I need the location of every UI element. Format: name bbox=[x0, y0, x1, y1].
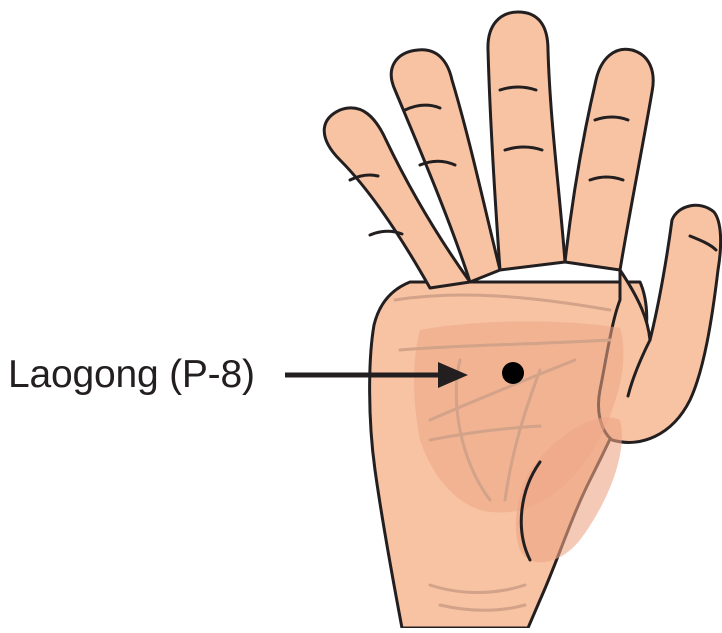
index-finger bbox=[565, 49, 653, 270]
laogong-point-dot bbox=[502, 362, 524, 384]
middle-finger bbox=[488, 12, 565, 270]
laogong-label: Laogong (P-8) bbox=[8, 352, 255, 398]
